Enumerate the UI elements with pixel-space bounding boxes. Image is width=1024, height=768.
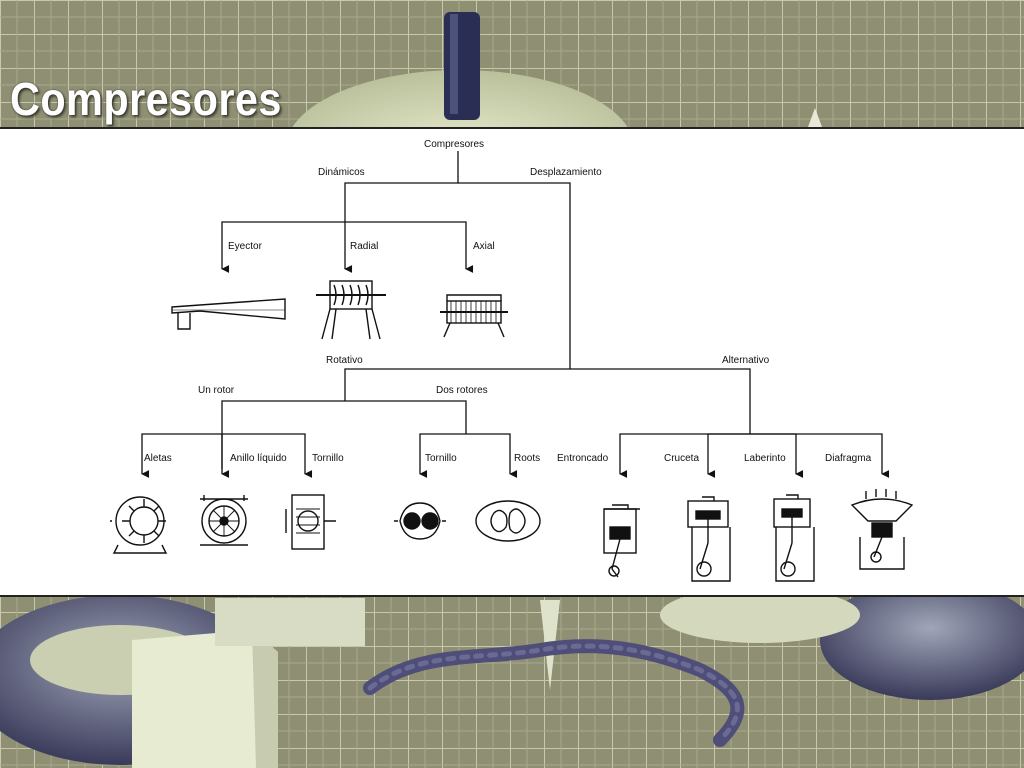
node-dos-rotores: Dos rotores [436, 385, 488, 396]
radial-compressor-icon [316, 280, 386, 340]
diaphragm-compressor-icon [850, 489, 914, 570]
node-desplazamiento: Desplazamiento [530, 167, 602, 178]
node-eyector: Eyector [228, 241, 263, 252]
compressor-classification-tree: Compresores Dinámicos Desplazamiento Eye… [110, 139, 914, 582]
tree-connectors [141, 151, 890, 478]
node-tornillo-dos-rotores: Tornillo [425, 453, 457, 464]
axial-compressor-icon [440, 294, 508, 338]
vane-compressor-icon [110, 496, 168, 554]
single-screw-compressor-icon [285, 494, 336, 550]
trunk-piston-compressor-icon [603, 504, 640, 578]
node-laberinto: Laberinto [744, 453, 786, 464]
diagram-panel: Compresores Dinámicos Desplazamiento Eye… [0, 127, 1024, 597]
node-entroncado: Entroncado [557, 453, 609, 464]
node-compresores: Compresores [424, 139, 484, 150]
node-diafragma: Diafragma [825, 453, 872, 464]
node-dinamicos: Dinámicos [318, 167, 365, 178]
node-un-rotor: Un rotor [198, 385, 235, 396]
node-alternativo: Alternativo [722, 355, 770, 366]
node-axial: Axial [473, 241, 495, 252]
tree-labels: Compresores Dinámicos Desplazamiento Eye… [144, 139, 872, 464]
node-radial: Radial [350, 241, 378, 252]
liquid-ring-compressor-icon [200, 495, 248, 546]
node-cruceta: Cruceta [664, 453, 699, 464]
node-anillo-liquido: Anillo líquido [230, 453, 287, 464]
roots-blower-icon [475, 500, 541, 542]
node-rotativo: Rotativo [326, 355, 363, 366]
twin-screw-compressor-icon [394, 502, 446, 540]
labyrinth-compressor-icon [773, 494, 815, 582]
node-roots: Roots [514, 453, 540, 464]
node-aletas: Aletas [144, 453, 172, 464]
slide-title: Compresores [10, 73, 282, 125]
crosshead-compressor-icon [687, 496, 731, 582]
eyector-icon [171, 298, 286, 330]
node-tornillo-un-rotor: Tornillo [312, 453, 344, 464]
